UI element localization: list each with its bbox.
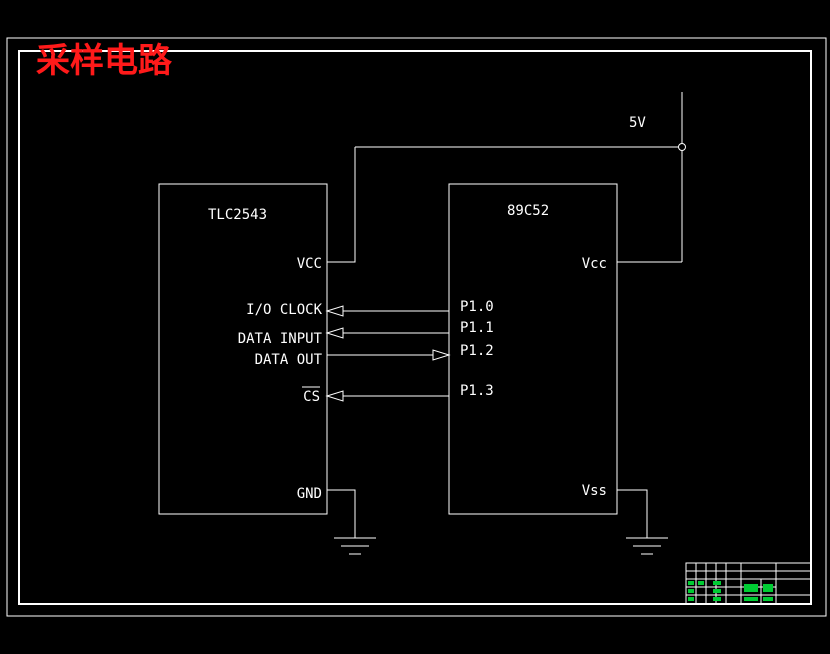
pin-label-mcu-vcc: Vcc (582, 256, 607, 272)
mcu-vss-wire (617, 489, 648, 538)
ground-symbol-adc (334, 537, 376, 555)
pin-label-cs: CS (303, 389, 320, 405)
arrow-data-input (325, 327, 344, 339)
chip-tlc2543-label: TLC2543 (208, 207, 267, 223)
pin-label-io-clock: I/O CLOCK (246, 302, 322, 318)
pin-label-p12: P1.2 (460, 343, 494, 359)
pin-label-p13: P1.3 (460, 383, 494, 399)
chip-tlc2543 (158, 183, 328, 515)
pin-label-gnd: GND (297, 486, 322, 502)
chip-89c52 (448, 183, 618, 515)
arrow-cs (325, 390, 344, 402)
drawing-title: 采样电路 (36, 41, 173, 81)
pin-label-p10: P1.0 (460, 299, 494, 315)
inner-frame (18, 50, 812, 605)
arrow-data-out (432, 349, 451, 361)
arrow-io-clock (325, 305, 344, 317)
pin-label-vss: Vss (582, 483, 607, 499)
adc-gnd-wire (327, 489, 356, 538)
title-block-fill (688, 581, 773, 601)
chip-89c52-label: 89C52 (507, 203, 549, 219)
pin-label-data-out: DATA OUT (255, 352, 323, 368)
ground-symbol-mcu (626, 537, 668, 555)
supply-label: 5V (629, 115, 646, 131)
pin-label-p11: P1.1 (460, 320, 494, 336)
pin-label-vcc: VCC (297, 256, 322, 272)
adc-vcc-wire (327, 147, 356, 263)
outer-frame (6, 37, 827, 617)
pin-label-data-input: DATA INPUT (238, 331, 323, 347)
supply-junction (678, 143, 686, 151)
